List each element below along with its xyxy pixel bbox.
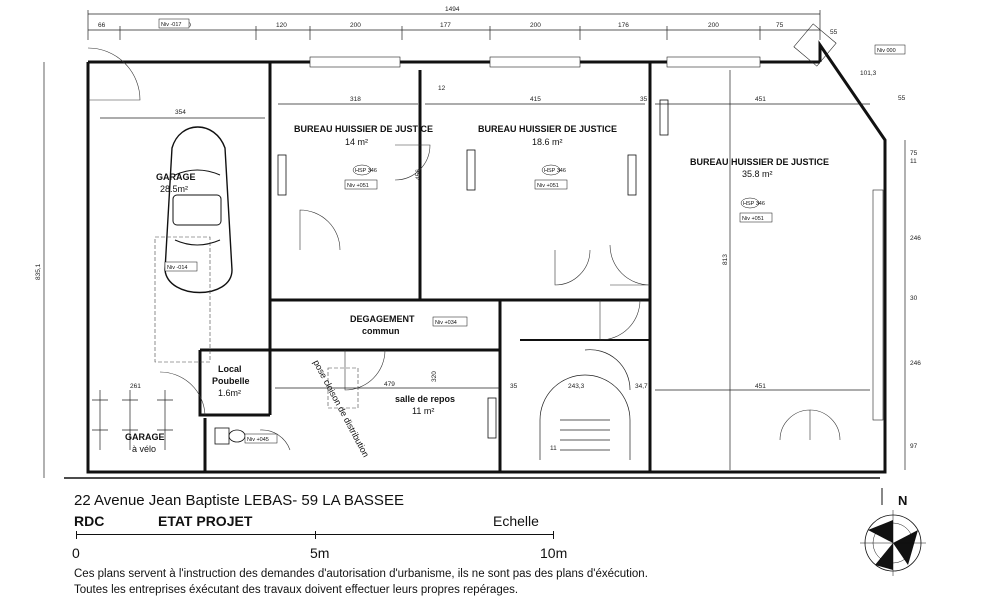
hsp-bureau1: HSP 346 — [355, 168, 377, 174]
dim-bay-55b: 55 — [898, 95, 906, 102]
local-area: 1.6m² — [218, 388, 241, 398]
dim-wall-35-a: 35 — [640, 96, 648, 103]
bureau3-area: 35.8 m² — [742, 169, 773, 179]
scale-label-0: 0 — [72, 545, 80, 561]
dim-garage-width: 354 — [175, 109, 186, 116]
address: 22 Avenue Jean Baptiste LEBAS- 59 LA BAS… — [74, 492, 404, 509]
level-bureau2: Niv +051 — [537, 183, 559, 189]
stairs — [539, 349, 631, 460]
dim-bureau3-depth: 813 — [722, 254, 729, 265]
cloison-annotation: pose cloison de distribution — [311, 358, 371, 459]
north-label: N — [898, 493, 907, 508]
dim-right-246b: 246 — [910, 360, 921, 367]
garage-area: 28.5m² — [160, 184, 188, 194]
dim-seg-9: 75 — [776, 22, 784, 29]
degagement-sub: commun — [362, 326, 400, 336]
dim-degagement-320: 320 — [431, 371, 438, 382]
dim-stair-243: 243,3 — [568, 383, 585, 390]
garage-name: GARAGE — [156, 172, 196, 182]
dim-right-11: 11 — [910, 158, 917, 165]
dim-seg-4: 200 — [350, 22, 361, 29]
scale-bar — [76, 531, 554, 539]
outer-walls — [64, 40, 887, 479]
dim-bay-101: 101,3 — [860, 70, 877, 77]
dim-seg-8: 200 — [708, 22, 719, 29]
level-tags: Niv -017 Niv -014 Niv +051 Niv +051 Niv … — [158, 18, 906, 444]
disclaimer-line-1: Ces plans servent à l'instruction des de… — [74, 568, 648, 580]
bureau1-area: 14 m² — [345, 137, 368, 147]
bureau2-name: BUREAU HUISSIER DE JUSTICE — [478, 124, 617, 134]
dim-seg-7: 176 — [618, 22, 629, 29]
local-sub: Poubelle — [212, 376, 250, 386]
level-label: RDC — [74, 513, 105, 529]
hsp-markers: HSP 346 HSP 346 HSP 346 — [352, 164, 765, 209]
dim-right-30: 30 — [910, 295, 918, 302]
dim-bureau3-width-bottom: 451 — [755, 383, 766, 390]
right-dimension-line: 75 11 246 30 246 97 55 101,3 55 — [830, 29, 921, 470]
bureau2-area: 18.6 m² — [532, 137, 563, 147]
level-bay: Niv 000 — [877, 48, 896, 54]
level-top: Niv -017 — [161, 22, 181, 28]
dim-wall-12: 12 — [438, 85, 446, 92]
dim-bureau2-width: 415 — [530, 96, 541, 103]
dim-seg-6: 200 — [530, 22, 541, 29]
windows — [309, 23, 884, 421]
dim-seg-5: 177 — [440, 22, 451, 29]
interior-walls — [198, 62, 652, 472]
top-dimension-line: 1494 66 280 120 200 177 200 176 200 75 — [87, 6, 821, 40]
dim-bureau1-width: 318 — [350, 96, 361, 103]
hsp-bureau2: HSP 346 — [544, 168, 566, 174]
level-garage: Niv -014 — [167, 265, 187, 271]
left-dimension-line: 835,1 — [35, 62, 45, 478]
doors — [87, 47, 841, 451]
level-wc: Niv +045 — [247, 437, 269, 443]
repos-area: 11 m² — [412, 406, 434, 416]
dim-left-total: 835,1 — [35, 263, 42, 280]
dim-total: 1494 — [445, 6, 460, 13]
degagement-name: DEGAGEMENT — [350, 314, 415, 324]
dim-right-97: 97 — [910, 443, 918, 450]
dim-degagement-479: 479 — [384, 381, 395, 388]
velo-name: GARAGE — [125, 432, 165, 442]
bureau1-name: BUREAU HUISSIER DE JUSTICE — [294, 124, 433, 134]
dim-bike-261: 261 — [130, 383, 141, 390]
state-label: ETAT PROJET — [158, 513, 253, 529]
dim-stair-11: 11 — [550, 445, 557, 452]
scale-label-10: 10m — [540, 545, 568, 561]
velo-sub: à vélo — [132, 444, 156, 454]
radiators — [277, 99, 669, 439]
dim-right-75: 75 — [910, 150, 918, 157]
dim-bay-55: 55 — [830, 29, 838, 36]
car-symbol — [164, 126, 233, 294]
disclaimer-line-2: Toutes les entreprises éxécutant des tra… — [74, 584, 519, 596]
dim-seg-3: 120 — [276, 22, 287, 29]
dim-seg-1: 66 — [98, 22, 106, 29]
dim-partition: 456 — [415, 169, 422, 180]
bureau3-name: BUREAU HUISSIER DE JUSTICE — [690, 157, 829, 167]
level-bureau3: Niv +051 — [742, 216, 764, 222]
scale-label-5: 5m — [310, 545, 330, 561]
dim-right-246a: 246 — [910, 235, 921, 242]
wc-fixture — [214, 427, 246, 445]
repos-name: salle de repos — [395, 394, 455, 404]
dim-wall-35-b: 35 — [510, 383, 518, 390]
level-bureau1: Niv +051 — [347, 183, 369, 189]
bike-racks — [92, 390, 173, 450]
level-degagement: Niv +034 — [435, 320, 457, 326]
dim-stair-347: 34,7 — [635, 383, 648, 390]
interior-dimensions: 354 318 12 415 35 451 451 813 456 479 32… — [100, 70, 870, 470]
hsp-bureau3: HSP 346 — [743, 201, 765, 207]
compass-rose: N — [860, 488, 926, 576]
scale-title: Echelle — [493, 513, 539, 529]
dim-bureau3-width: 451 — [755, 96, 766, 103]
local-name: Local — [218, 364, 242, 374]
